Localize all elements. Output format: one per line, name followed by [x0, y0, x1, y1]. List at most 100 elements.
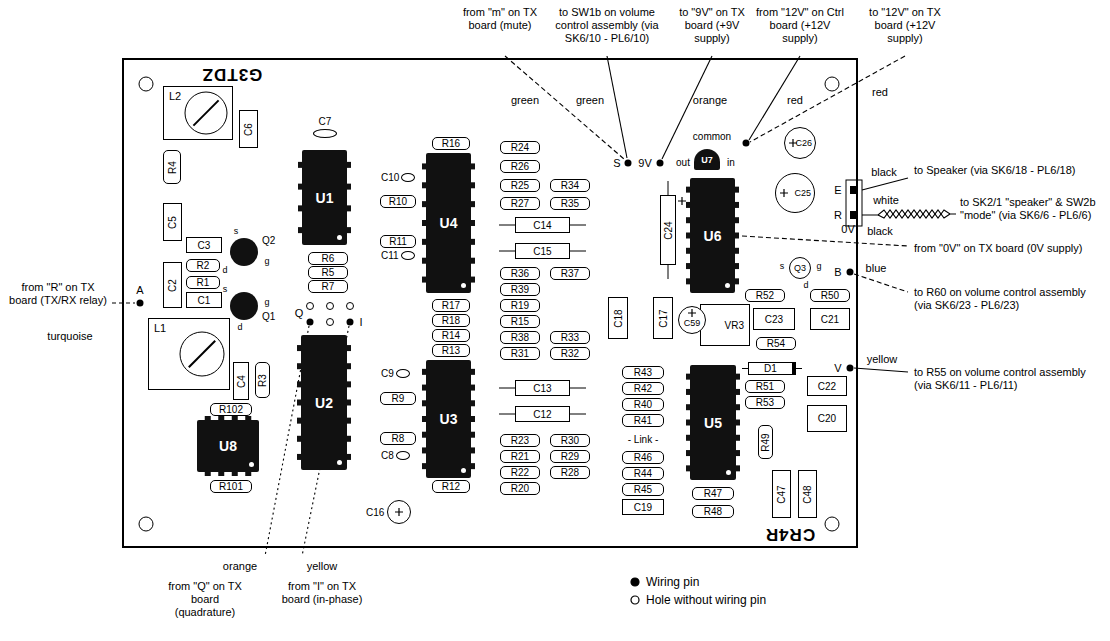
designator: R21	[511, 451, 529, 462]
capacitor-symbol: C4	[233, 362, 249, 400]
transistor-symbol: Q1	[230, 292, 258, 320]
ic-pin	[347, 418, 351, 424]
wiring-pin	[307, 319, 314, 326]
legend-text: Wiring pin	[646, 575, 699, 589]
resistor-symbol: R47	[692, 487, 734, 500]
designator: R3	[257, 374, 268, 387]
capacitor-symbol: C6	[239, 110, 258, 148]
annotation-label: s	[223, 284, 228, 295]
designator: U5	[704, 415, 722, 431]
designator: R41	[634, 415, 652, 426]
annotation-label: g	[816, 261, 821, 272]
capacitor-symbol: C1	[186, 292, 222, 308]
designator: L2	[169, 90, 181, 102]
plus-sign	[678, 197, 686, 205]
capacitor-body	[401, 173, 415, 182]
designator: C7	[319, 116, 332, 127]
annotation-label: 9V	[638, 157, 651, 170]
ic-package: U4	[426, 153, 471, 293]
pin1-dot	[461, 468, 466, 473]
coil-slot	[193, 100, 218, 125]
diode-symbol: D1	[748, 362, 796, 375]
designator: R38	[511, 332, 529, 343]
resistor-symbol: R102	[210, 403, 252, 416]
capacitor-symbol: C48	[798, 470, 817, 518]
sw1b-wire	[607, 56, 627, 158]
plus-sign	[780, 189, 788, 197]
designator: U4	[440, 215, 458, 231]
annotation-label: from "I" on TX board (in-phase)	[277, 580, 367, 606]
annotation-label: out	[676, 157, 690, 169]
designator: C26	[795, 138, 812, 148]
designator: C11	[381, 250, 399, 261]
annotation-label: d	[237, 322, 242, 333]
designator: VR3	[725, 320, 744, 331]
annotation-label: A	[136, 284, 143, 297]
ic-pin	[471, 258, 475, 264]
annotation-label: blue	[866, 262, 887, 275]
annotation-label: yellow	[867, 353, 898, 366]
capacitor-symbol: C23	[753, 308, 795, 330]
annotation-label: from "12V" on Ctrl board (+12V supply)	[756, 6, 844, 45]
wiring-pins	[137, 140, 854, 372]
designator: R46	[634, 452, 652, 463]
plus-sign	[395, 508, 403, 516]
annotation-label: to "12V" on TX board (+12V supply)	[861, 6, 949, 45]
annotation-label: from "Q" on TX board (quadrature)	[160, 580, 250, 619]
annotation-label: d	[222, 265, 227, 276]
designator: R30	[561, 435, 579, 446]
designator: D1	[764, 363, 777, 374]
annotation-label: turquoise	[47, 330, 92, 343]
resistor-symbol: R36	[500, 267, 540, 280]
pcb-board: G3TDZCR4RL2C7R16R24C6R4U1C10U4R26R25R34R…	[122, 58, 858, 548]
designator: C14	[533, 220, 551, 231]
designator: R49	[760, 433, 771, 451]
twisted-pair	[862, 210, 956, 218]
resistor-symbol: R51	[745, 380, 785, 393]
annotation-label: yellow	[307, 560, 338, 573]
designator: C2	[167, 279, 178, 292]
legend-entry: Hole without wiring pin	[630, 592, 766, 608]
capacitor-symbol: C14	[515, 217, 570, 233]
ic-pin	[736, 404, 740, 410]
designator: C22	[818, 381, 836, 392]
designator: R45	[634, 484, 652, 495]
ic-pin	[471, 463, 475, 469]
resistor-symbol: R12	[432, 480, 470, 493]
b-wire	[854, 274, 908, 292]
designator: R36	[511, 268, 529, 279]
ic-pin	[471, 416, 475, 422]
supply-9v-wire	[662, 56, 712, 159]
hole	[327, 319, 334, 326]
resistor-symbol: R28	[550, 466, 590, 479]
designator: R101	[219, 481, 243, 492]
resistor-symbol: R44	[622, 467, 664, 480]
resistor-symbol: R101	[210, 480, 252, 493]
ic-pin	[735, 233, 739, 239]
designator: R33	[561, 332, 579, 343]
designator: R5	[322, 267, 335, 278]
ic-pin	[347, 400, 351, 406]
mounting-hole	[139, 77, 153, 91]
resistor-symbol: R17	[432, 299, 470, 312]
resistor-symbol: R19	[500, 299, 540, 312]
resistor-symbol: R16	[432, 137, 470, 150]
mounting-hole	[139, 517, 153, 531]
designator: R20	[511, 483, 529, 494]
capacitor-symbol: C3	[186, 237, 222, 253]
resistor-symbol: R42	[622, 382, 664, 395]
capacitor-body	[313, 129, 337, 138]
designator: R35	[561, 198, 579, 209]
designator: R34	[561, 180, 579, 191]
ic-pin	[347, 227, 351, 233]
annotation-label: from "R" on TX board (TX/RX relay)	[8, 281, 108, 307]
designator: C3	[198, 240, 211, 251]
legend-symbol	[630, 595, 640, 605]
resistor-symbol: R15	[500, 315, 540, 328]
designator: R17	[442, 300, 460, 311]
pin-symbol	[631, 578, 639, 586]
ic-pin	[471, 220, 475, 226]
hole	[327, 303, 334, 310]
annotation-label: R	[834, 209, 842, 222]
wiring-pin	[657, 160, 664, 167]
